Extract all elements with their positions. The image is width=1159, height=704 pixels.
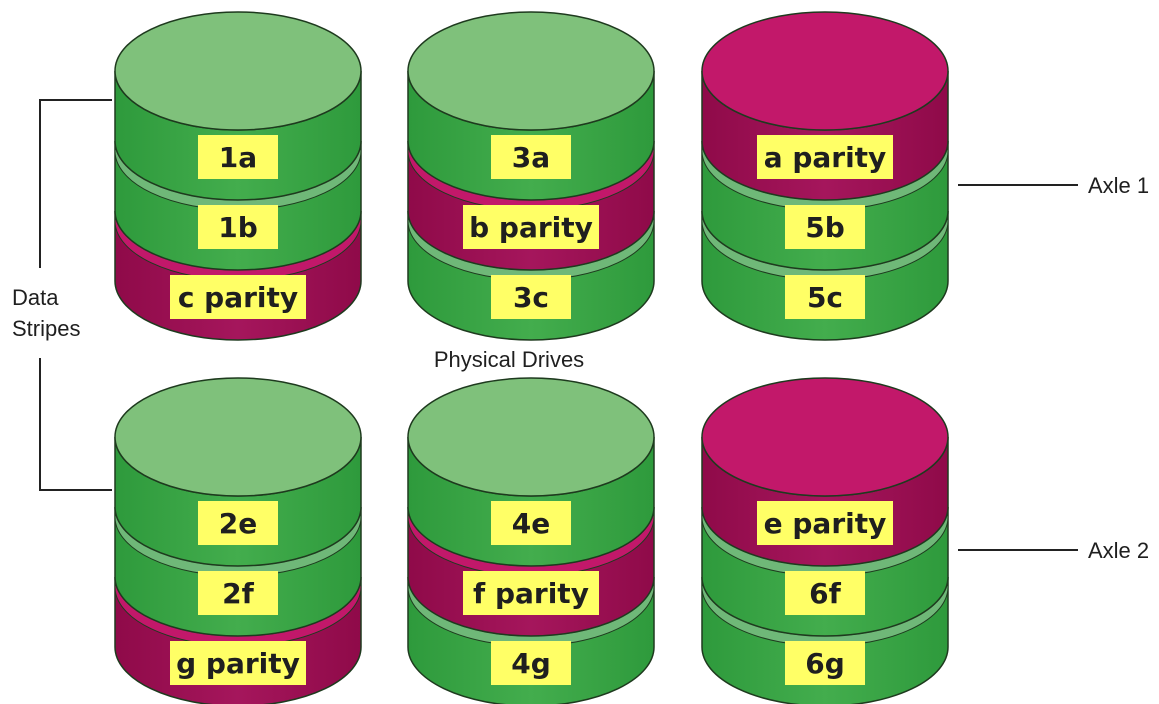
stripe-label-box [785, 275, 865, 319]
stripe-label-a-parity: a parity [764, 141, 887, 174]
stripe-label-box [491, 135, 571, 179]
drive-1-3: a parity 5b 5c [701, 11, 949, 341]
drive-2-2: 4e f parity 4g [407, 377, 655, 704]
stripe-label-6f: 6f [809, 577, 841, 610]
stripe-label-box [785, 205, 865, 249]
stripe-label-box [170, 275, 306, 319]
stripe-label-box [491, 641, 571, 685]
stripe-label-e-parity: e parity [764, 507, 887, 540]
stripe-label-5c: 5c [807, 281, 843, 314]
axle2-label: Axle 2 [1088, 538, 1149, 563]
stripe-label-6g: 6g [805, 647, 845, 680]
stripe-label-box [785, 571, 865, 615]
stripe-label-1a: 1a [219, 141, 257, 174]
stripe-label-box [785, 641, 865, 685]
drive-top [407, 377, 655, 497]
stripe-label-box [463, 205, 599, 249]
stripe-label-2e: 2e [219, 507, 257, 540]
stripe-label-box [491, 501, 571, 545]
stripe-label-4g: 4g [511, 647, 551, 680]
stripe-label-4e: 4e [512, 507, 550, 540]
stripe-label-f-parity: f parity [473, 577, 589, 610]
stripe-label-box [198, 205, 278, 249]
drive-top [407, 11, 655, 131]
data-stripes-bracket-upper [39, 99, 112, 268]
drive-2-3: e parity 6f 6g [701, 377, 949, 704]
stripe-label-3a: 3a [512, 141, 550, 174]
stripe-label-c-parity: c parity [178, 281, 298, 314]
drive-top [701, 377, 949, 497]
stripe-label-5b: 5b [805, 211, 845, 244]
drive-2-1: 2e 2f g parity [114, 377, 362, 704]
drive-1-2: 3a b parity 3c [407, 11, 655, 341]
data-stripes-bracket-lower [39, 358, 112, 491]
physical-drives-label: Physical Drives [434, 347, 584, 372]
drives-layer: 1a 1b c parity 3a b parity 3c a parity 5b 5c 2e 2f… [114, 11, 949, 704]
drive-top [114, 377, 362, 497]
stripe-label-2f: 2f [222, 577, 254, 610]
stripe-label-b-parity: b parity [469, 211, 593, 244]
drive-1-1: 1a 1b c parity [114, 11, 362, 341]
stripe-label-box [198, 501, 278, 545]
stripe-label-box [757, 501, 893, 545]
stripe-label-3c: 3c [513, 281, 549, 314]
stripe-label-box [757, 135, 893, 179]
data-stripes-label-line1: Data [12, 285, 59, 310]
stripe-label-box [491, 275, 571, 319]
data-stripes-label-line2: Stripes [12, 316, 80, 341]
stripe-label-box [198, 135, 278, 179]
stripe-label-box [198, 571, 278, 615]
stripe-label-box [463, 571, 599, 615]
stripe-label-g-parity: g parity [176, 647, 300, 680]
stripe-label-1b: 1b [218, 211, 258, 244]
stripe-label-box [170, 641, 306, 685]
drive-top [114, 11, 362, 131]
axle1-label: Axle 1 [1088, 173, 1149, 198]
drive-top [701, 11, 949, 131]
